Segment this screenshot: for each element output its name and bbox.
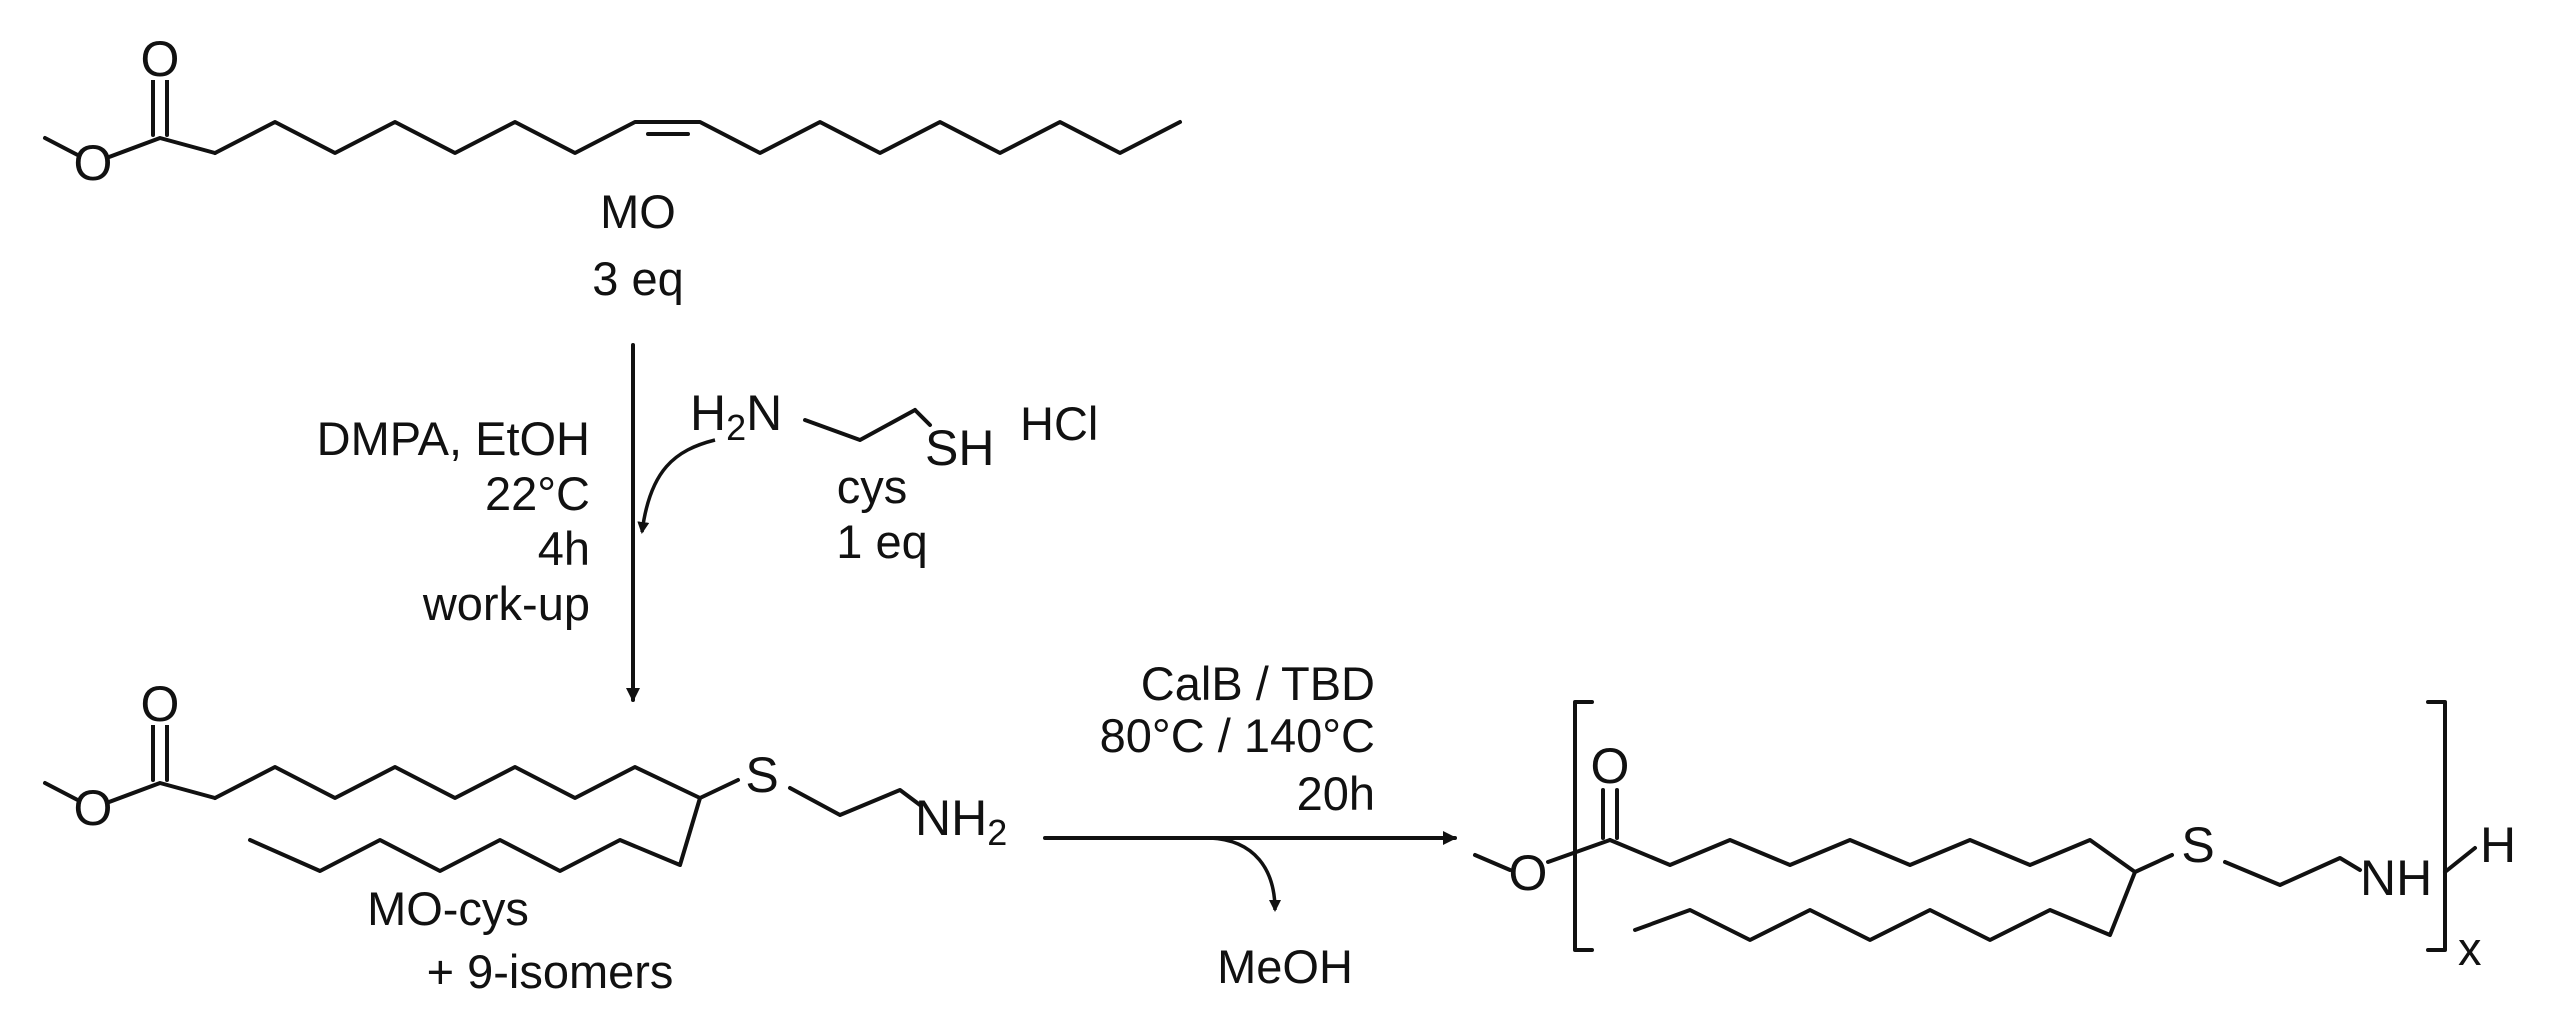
step2-byproduct-curved-arrow [1209,836,1281,912]
mo-ester-oxygen: O [74,135,113,191]
step1-condition-3: 4h [538,522,590,575]
mocys-name: MO-cys [367,882,529,935]
cysteamine-structure: H2N SH HCl [690,385,1098,476]
mo-name: MO [600,185,676,238]
step2-condition-3: 20h [1297,767,1375,820]
poly-aminoethyl-chain [2223,856,2362,887]
poly-end-hydrogen: H [2480,817,2516,873]
mocys-main-chain [213,765,702,800]
mo-carbonyl-oxygen: O [141,31,180,87]
mocys-aminoethyl-chain [788,786,922,817]
mocys-ester-bonds [43,781,217,810]
cys-carbon-chain [803,408,917,442]
poly-main-chain [1608,838,2137,874]
mocys-alkyl-branch [248,796,702,873]
mo-equivalents: 3 eq [592,252,683,305]
step1-condition-1: DMPA, EtOH [317,412,590,465]
step1-conditions: DMPA, EtOH 22°C 4h work-up [317,412,590,630]
cys-name: cys [837,460,908,513]
polyamide-structure: O O S NH H x [1473,700,2516,975]
mocys-isomer-note: + 9-isomers [427,945,674,998]
poly-left-bracket [1573,700,1594,952]
poly-nh-h-bond [2443,846,2477,874]
step1-reagent-curved-arrow [637,438,716,534]
mo-fatty-chain [213,120,1182,155]
poly-o-c-bond [1546,838,1612,864]
mocys-ester-oxygen: O [74,780,113,836]
poly-amide-nh: NH [2360,850,2432,906]
cys-equivalents: 1 eq [836,515,927,568]
poly-c-s-bond [2133,853,2174,874]
step1-condition-4: work-up [422,577,590,630]
cys-c-s-bond [913,408,932,427]
mocys-carbonyl-oxygen: O [141,676,180,732]
cys-amine-label: H2N [690,385,782,448]
cys-salt-label: HCl [1020,397,1098,450]
poly-right-bracket [2426,700,2447,952]
cys-thiol-label: SH [925,420,994,476]
mo-cys-structure: O O S NH2 [43,676,1007,873]
step2-condition-2: 80°C / 140°C [1100,709,1375,762]
step1-condition-2: 22°C [485,467,590,520]
mocys-sulfur: S [745,747,778,803]
step2-condition-1: CalB / TBD [1141,657,1375,710]
poly-methyl-bond [1473,853,1512,872]
step2-conditions: CalB / TBD 80°C / 140°C 20h [1100,657,1375,820]
mo-ester-bonds [43,136,217,165]
mocys-c-s-bond [698,778,740,800]
poly-ester-oxygen: O [1509,845,1548,901]
poly-repeat-subscript: x [2458,922,2482,975]
mocys-amine-label: NH2 [915,790,1007,853]
poly-alkyl-branch [1633,870,2137,942]
poly-sulfur: S [2181,817,2214,873]
methyl-oleate-structure: O O [43,31,1182,191]
poly-carbonyl-oxygen: O [1591,738,1630,794]
step2-byproduct: MeOH [1217,940,1353,993]
